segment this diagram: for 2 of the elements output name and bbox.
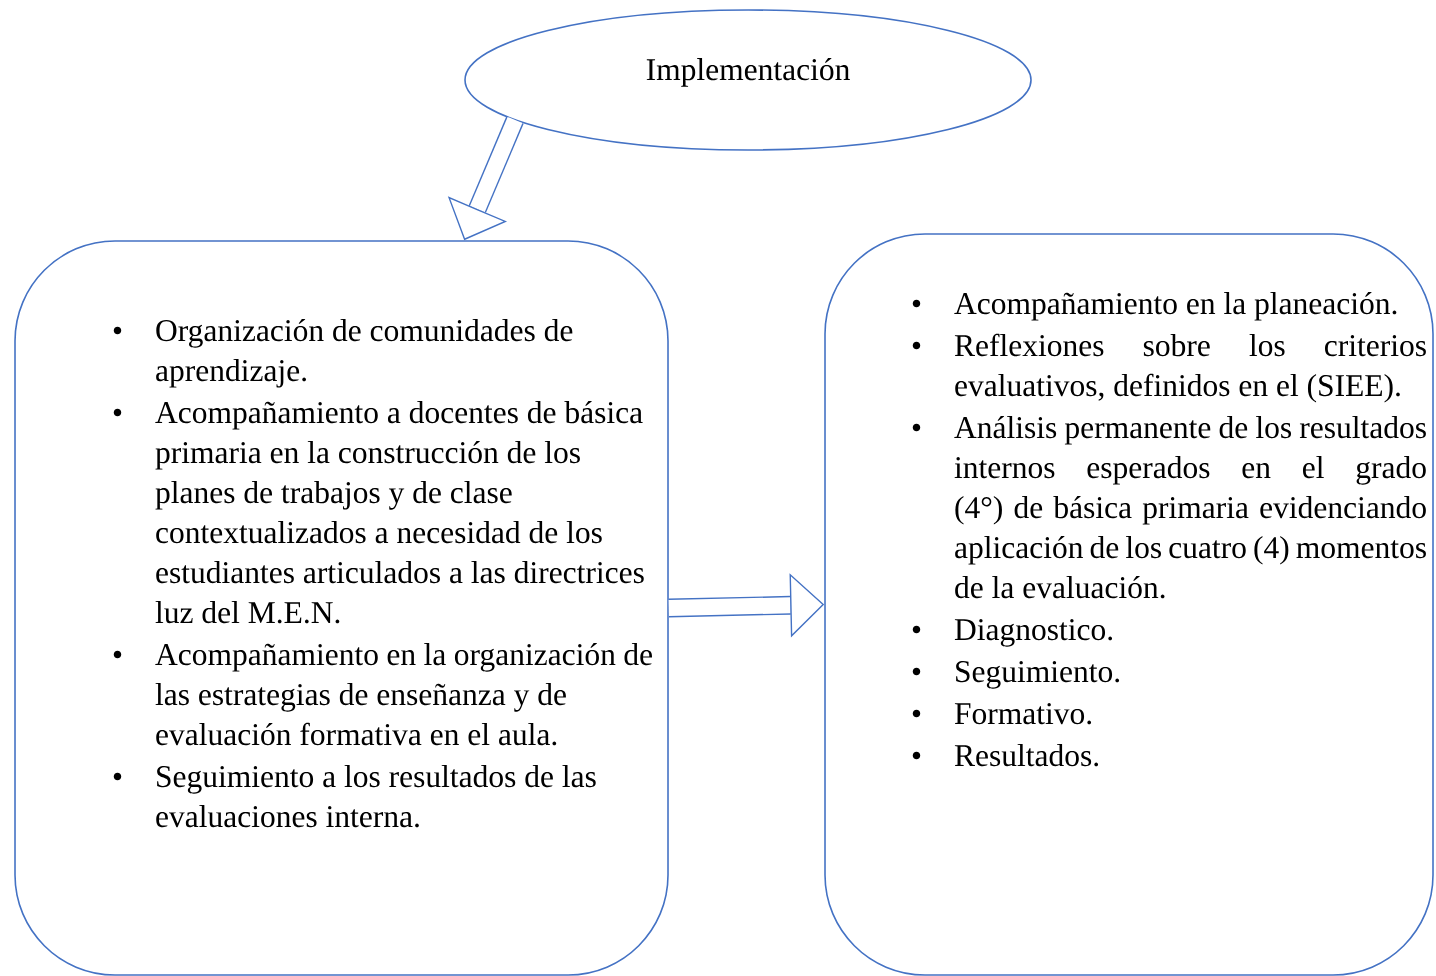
rounded-box: • Acompañamiento en la planeación. • Reflexiones sobre los criterios evaluativos, definidos en el (SIEE). • Análisis permanente de los resultados internos esperados en el grado (4°) de básica primaria evidenciando aplicación de los cuatro (4) momentos de la evaluación. • Diagnostico. • Seguimiento. • Formativo. • Resultados. [824, 233, 1434, 976]
rounded-box: • Organización de comunidades de aprendizaje. • Acompañamiento a docentes de básica primaria en la construcción de los planes de trabajos y de clase contextualizados a necesidad de los estudiantes articulados a las directrices luz del M.E.N. • Acompañamiento en la organización de las estrategias de enseñanza y de evaluación formativa en el aula. • Seguimiento a los resultados de las evaluaciones interna. [14, 240, 669, 976]
